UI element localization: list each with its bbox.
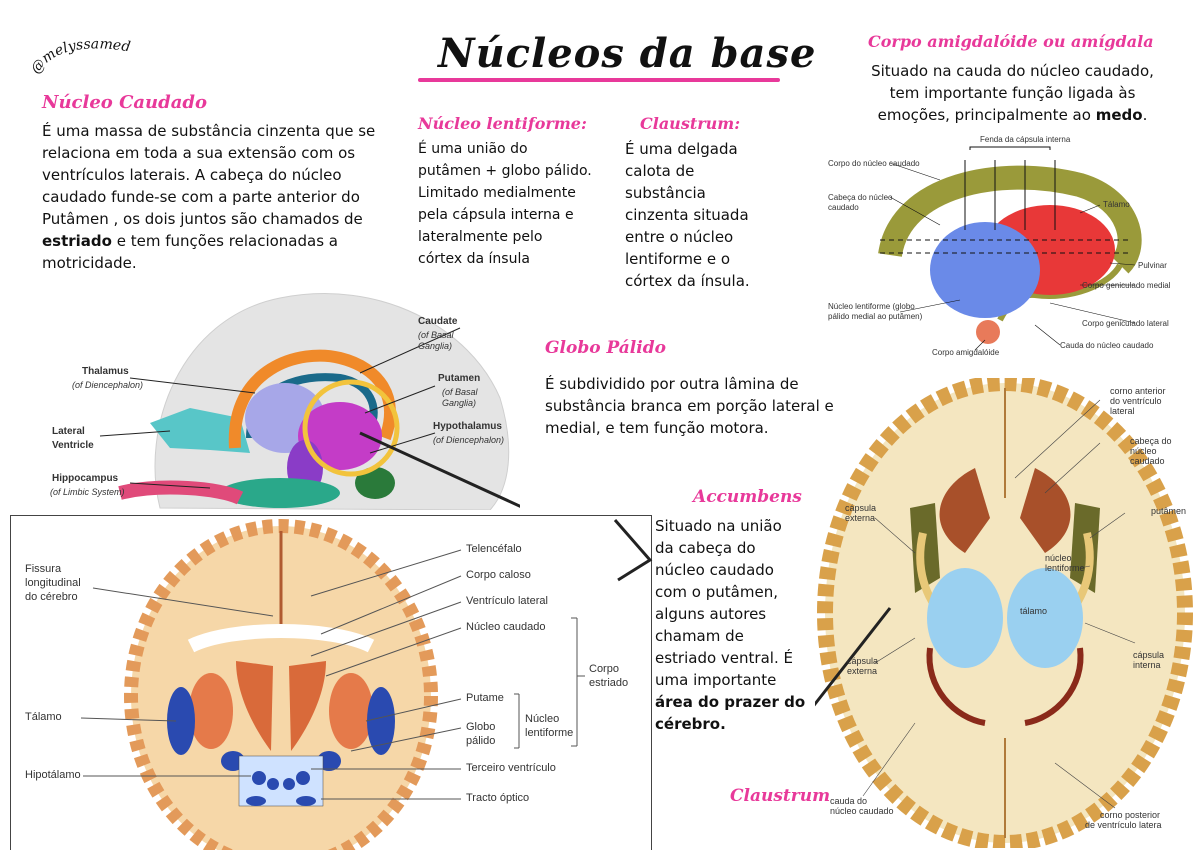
coronal-figure: Fissura longitudinal do cérebro Telencéf… — [10, 515, 652, 854]
accumbens-text: Situado na união da cabeça do núcleo cau… — [655, 517, 806, 733]
coronal-svg — [80, 519, 585, 854]
label-telencefalo: Telencéfalo — [466, 543, 522, 555]
label-corno-anterior-3: lateral — [1110, 406, 1135, 416]
label-putamen-sub1: (of Basal — [442, 387, 478, 397]
axial-svg — [758, 375, 1193, 851]
amigdala-text: Situado na cauda do núcleo caudado, tem … — [871, 62, 1154, 124]
label-cabeca-axial-3: caudado — [1130, 456, 1165, 466]
page-title: Núcleos da base — [438, 30, 817, 77]
label-hippocampus-sub: (of Limbic System) — [50, 487, 125, 497]
label-corpo-estriado-2: estriado — [589, 677, 629, 689]
label-cauda-axial-1: cauda do — [830, 796, 868, 806]
sagittal-figure: Caudate (of Basal Ganglia) Thalamus (of … — [40, 278, 656, 570]
label-lentiforme-2: pálido medial ao putâmen) — [828, 312, 923, 321]
claustrum-heading: Claustrum: — [640, 114, 741, 133]
claustrum-text: É uma delgada calota de substância cinze… — [625, 140, 750, 290]
label-cabeca-2: caudado — [828, 203, 859, 212]
label-thalamus: Thalamus — [82, 366, 129, 377]
label-fissura-3: do cérebro — [25, 591, 78, 603]
handle-text: @melyssamed — [28, 36, 132, 77]
label-capsula-interna-2: interna — [1133, 660, 1161, 670]
accumbens-arrow — [613, 519, 653, 582]
title-underline — [418, 78, 780, 82]
label-tracto-optico: Tracto óptico — [466, 792, 530, 804]
sagittal-svg — [99, 293, 656, 570]
lateral-svg — [878, 146, 1142, 351]
globo-heading: Globo Pálido — [545, 338, 666, 358]
lentiforme-text: É uma união do putâmen + globo pálido. L… — [418, 141, 592, 267]
label-terceiro-ventriculo: Terceiro ventrículo — [466, 762, 556, 774]
label-capsula-externa-1: cápsula — [845, 503, 877, 513]
label-capsula-externa-2: externa — [845, 513, 876, 523]
author-handle: @melyssamed — [28, 30, 158, 80]
label-corno-posterior-2: de ventrículo latera — [1085, 820, 1162, 830]
label-putamen: Putamen — [438, 373, 481, 384]
label-lentiforme-axial-1: núcleo — [1045, 553, 1072, 563]
label-cabeca-axial-1: cabeça do — [1130, 436, 1172, 446]
label-corno-anterior-2: do ventrículo — [1110, 396, 1162, 406]
label-ventriculo-lateral: Ventrículo lateral — [466, 595, 548, 607]
label-capsula-externa-b-2: externa — [847, 666, 878, 676]
label-caudate: Caudate — [418, 316, 458, 327]
label-corno-anterior-1: corno anterior — [1110, 386, 1166, 396]
axial-figure: corno anterior do ventrículo lateral cab… — [758, 375, 1195, 851]
label-corpo-caudado: Corpo do núcleo caudado — [828, 159, 920, 168]
label-fissura-2: longitudinal — [25, 577, 81, 589]
label-lentiforme-1: Núcleo lentiforme (globo — [828, 302, 915, 311]
label-putamen-sub2: Ganglia) — [442, 398, 477, 408]
label-caudate-sub1: (of Basal — [418, 330, 454, 340]
label-talamo-lat: Tálamo — [1103, 200, 1130, 209]
label-cabeca-1: Cabeça do núcleo — [828, 193, 893, 202]
label-globo-1: Globo — [466, 721, 496, 733]
label-talamo: Tálamo — [25, 711, 62, 723]
label-lentiforme-axial-2: lentiforme — [1045, 563, 1085, 573]
accumbens-heading: Accumbens — [693, 487, 802, 507]
label-geniculado-lateral: Corpo geniculado lateral — [1082, 319, 1169, 328]
label-globo-2: pálido — [466, 735, 496, 747]
label-nucleo-lentiforme-1: Núcleo — [525, 713, 560, 725]
label-caudate-sub2: Ganglia) — [418, 341, 453, 351]
label-lateral-ventricle-1: Lateral — [52, 426, 85, 437]
label-amigdaloide: Corpo amigdalóide — [932, 348, 1000, 357]
label-hypothalamus: Hypothalamus — [433, 421, 502, 432]
lateral-figure: Fenda da cápsula interna Corpo do núcleo… — [820, 135, 1190, 360]
label-corpo-caloso: Corpo caloso — [466, 569, 531, 581]
label-nucleo-lentiforme-2: lentiforme — [525, 727, 574, 739]
label-corpo-estriado-1: Corpo — [589, 663, 619, 675]
caudado-text: É uma massa de substância cinzenta que s… — [42, 122, 376, 272]
label-thalamus-sub: (of Diencephalon) — [72, 380, 144, 390]
label-hypothalamus-sub: (of Diencephalon) — [433, 435, 505, 445]
label-putamen-axial: putâmen — [1151, 506, 1187, 516]
label-corno-posterior-1: corno posterior — [1100, 810, 1161, 820]
label-hippocampus: Hippocampus — [52, 473, 119, 484]
label-capsula-externa-b-1: cápsula — [847, 656, 879, 666]
label-putame: Putame — [466, 692, 504, 704]
lentiforme-heading: Núcleo lentiforme: — [418, 114, 587, 133]
label-cabeca-axial-2: núcleo — [1130, 446, 1157, 456]
label-geniculado-medial: Corpo geniculado medial — [1082, 281, 1171, 290]
label-capsula-interna-1: cápsula — [1133, 650, 1165, 660]
label-talamo-axial: tálamo — [1020, 606, 1048, 616]
label-fissura-1: Fissura — [25, 563, 62, 575]
label-hipotalamo: Hipotálamo — [25, 769, 81, 781]
caudado-heading: Núcleo Caudado — [42, 92, 207, 113]
label-cauda: Cauda do núcleo caudado — [1060, 341, 1154, 350]
globo-text: É subdividido por outra lâmina de substâ… — [545, 375, 834, 437]
label-nucleo-caudado: Núcleo caudado — [466, 621, 546, 633]
label-pulvinar: Pulvinar — [1138, 261, 1167, 270]
label-cauda-axial-2: núcleo caudado — [830, 806, 894, 816]
label-lateral-ventricle-2: Ventricle — [52, 440, 94, 451]
label-fenda: Fenda da cápsula interna — [980, 135, 1071, 144]
amigdala-heading: Corpo amigdalóide ou amígdala — [868, 32, 1154, 51]
claustrum-label: Claustrum — [730, 786, 831, 806]
